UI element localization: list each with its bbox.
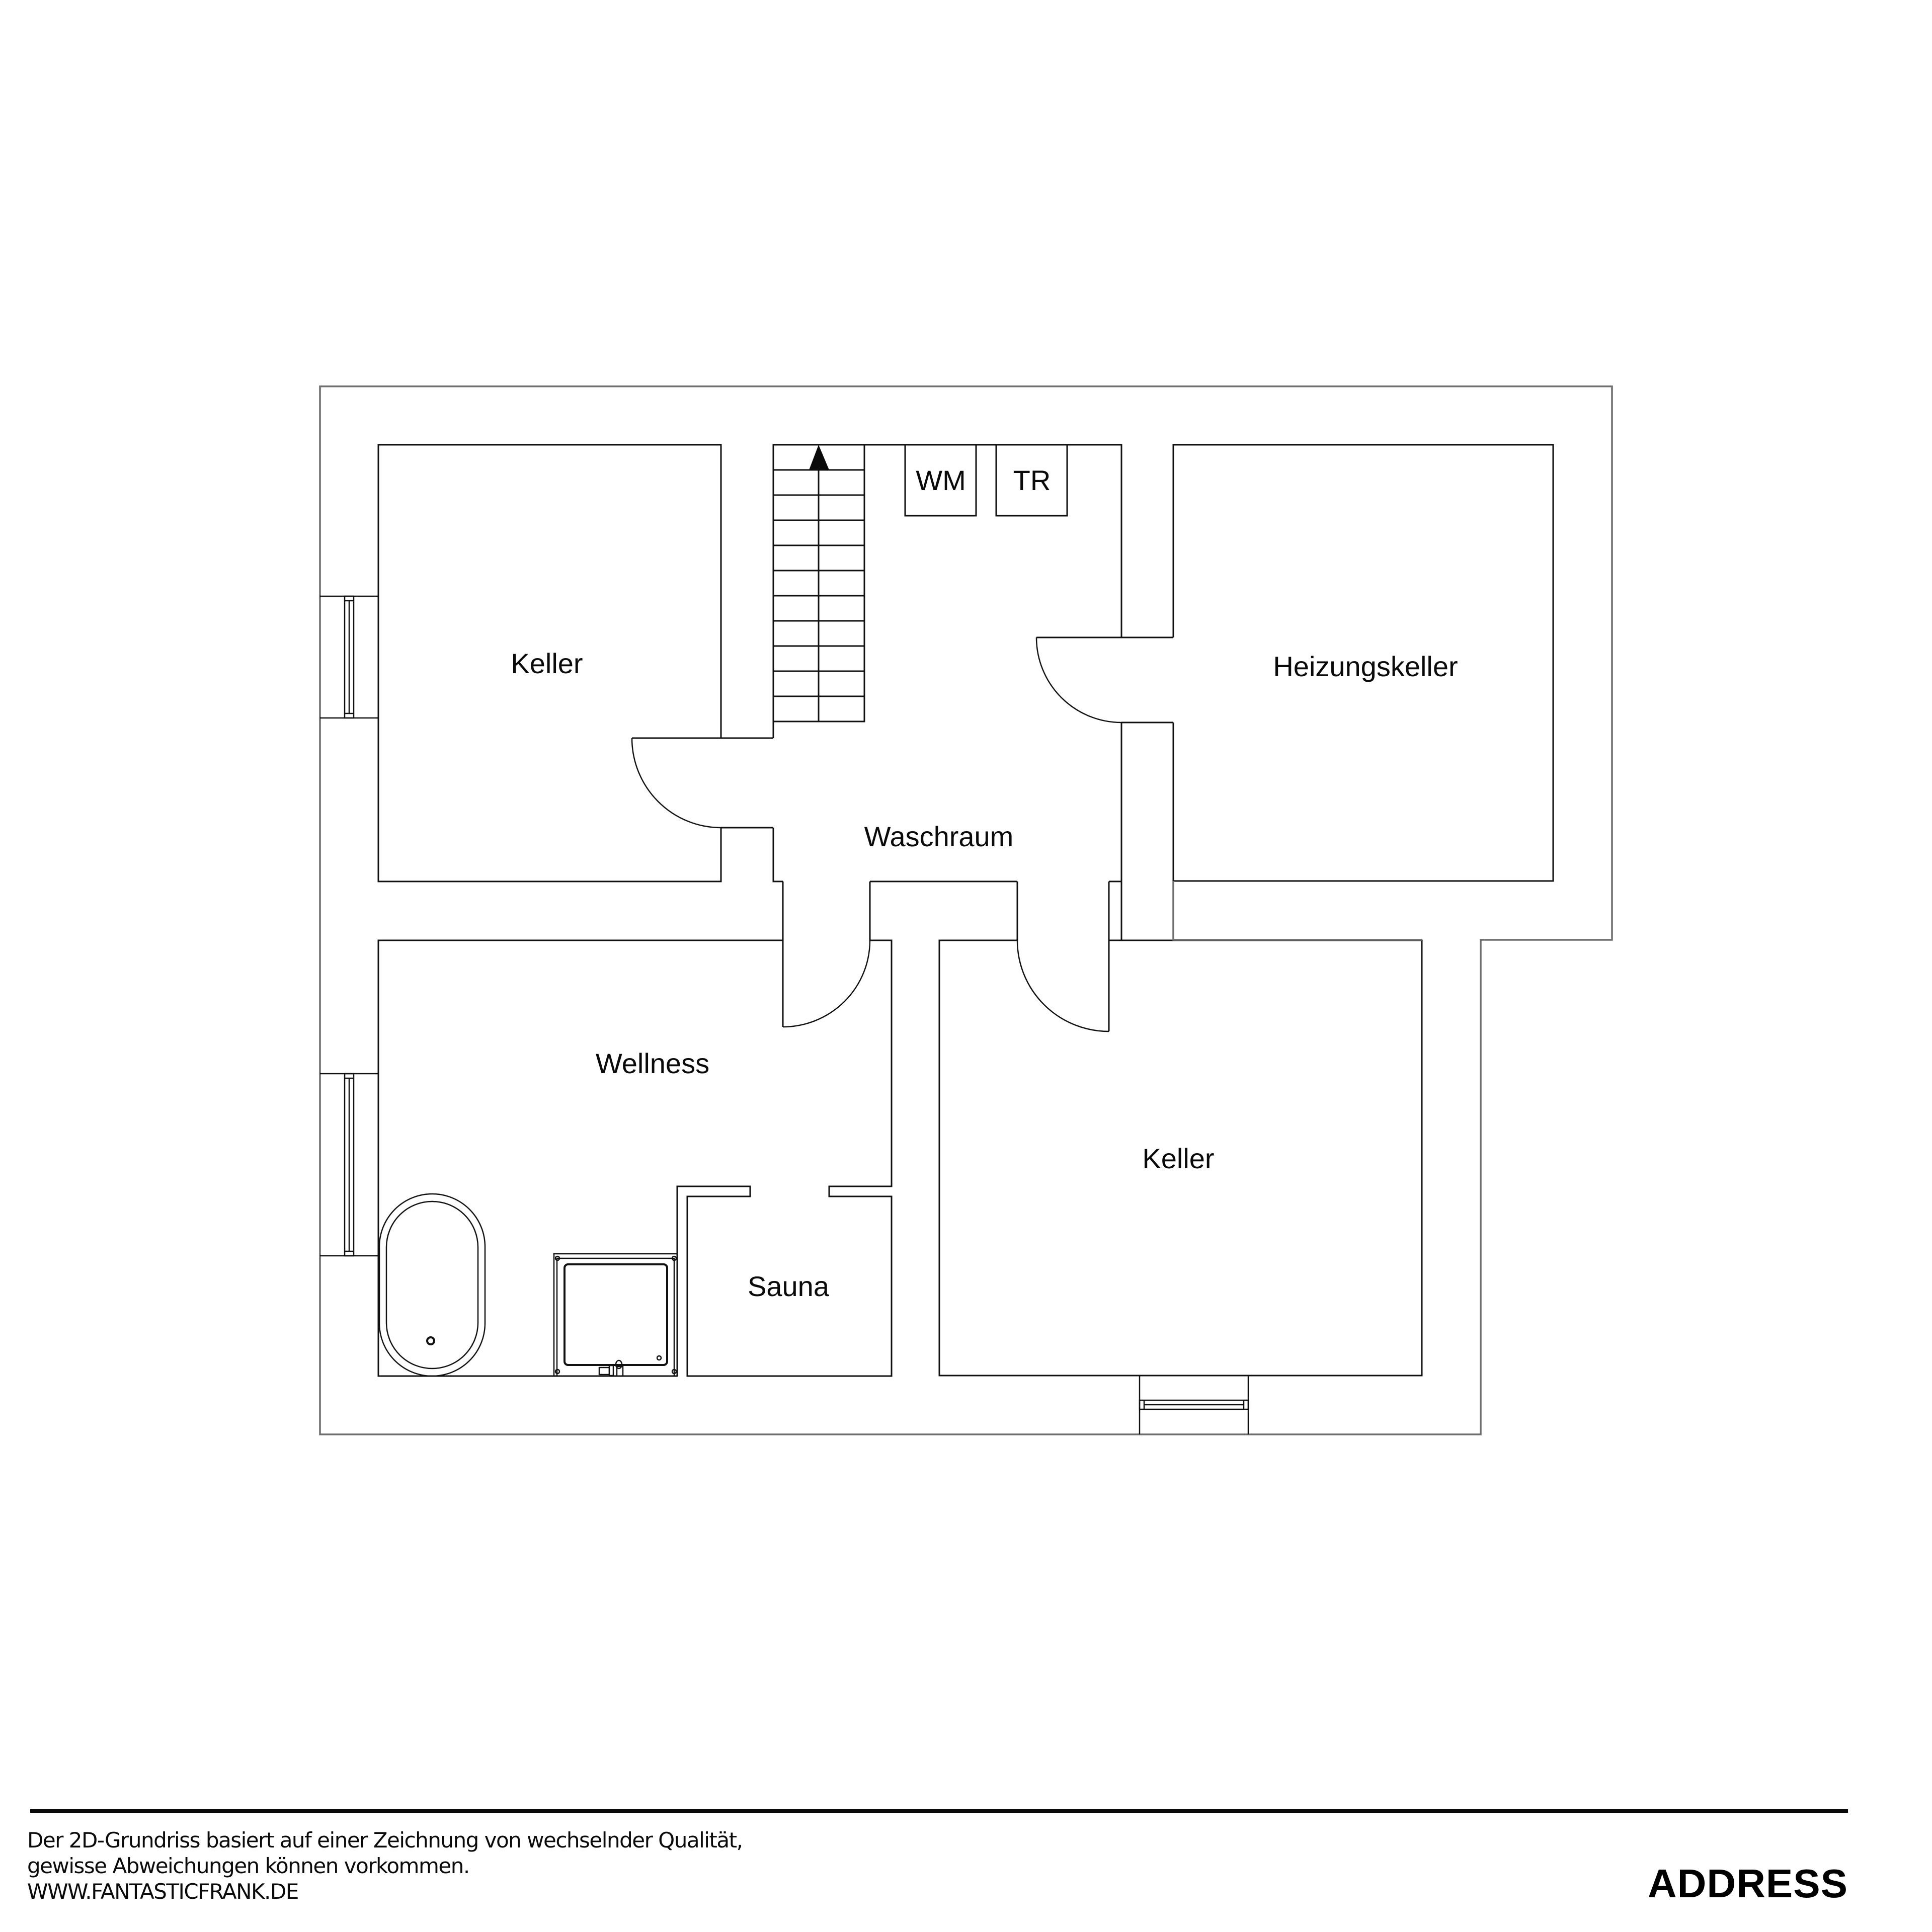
room-heizungskeller [1121,444,1554,882]
disclaimer-line-1: Der 2D-Grundriss basiert auf einer Zeich… [27,1828,743,1853]
door-keller-bottom-right[interactable] [1016,940,1110,1032]
window-keller-bottom [1139,1376,1249,1434]
dryer [995,444,1068,517]
label-sauna: Sauna [748,1270,830,1302]
stair-arrow-up-icon [809,445,829,470]
label-keller-bottom-right: Keller [1142,1143,1214,1174]
label-wellness: Wellness [596,1048,709,1079]
disclaimer-line-2: gewisse Abweichungen können vorkommen. [27,1854,470,1878]
shower [553,1253,678,1377]
outer-wall [319,385,1613,1435]
label-waschraum: Waschraum [864,821,1014,852]
room-wellness [377,881,893,1377]
label-washing-machine: WM [916,464,966,496]
bathtub-drain-icon [426,1336,435,1345]
shower-faucet-icon [598,1359,624,1377]
window-wellness-left [320,1073,378,1257]
room-keller-top-left [377,444,773,882]
label-keller-top-left: Keller [511,648,583,679]
room-waschraum [772,444,1122,882]
website-link[interactable]: WWW.FANTASTICFRANK.DE [27,1879,299,1904]
door-heizungskeller[interactable] [1035,636,1122,723]
bathtub [378,1193,486,1377]
footer-disclaimer: Der 2D-Grundriss basiert auf einer Zeich… [27,1827,743,1904]
door-keller-top-left[interactable] [631,737,721,829]
label-dryer: TR [1013,464,1051,496]
shower-drain-icon [656,1355,662,1361]
door-wellness[interactable] [782,940,871,1028]
footer-divider [30,1809,1848,1813]
window-keller-left [320,595,378,719]
staircase [772,444,865,722]
brand-logo: ADDRESS [1647,1861,1848,1906]
label-heizungskeller: Heizungskeller [1273,651,1458,682]
washing-machine [904,444,977,517]
room-keller-bottom-right [938,881,1423,1377]
